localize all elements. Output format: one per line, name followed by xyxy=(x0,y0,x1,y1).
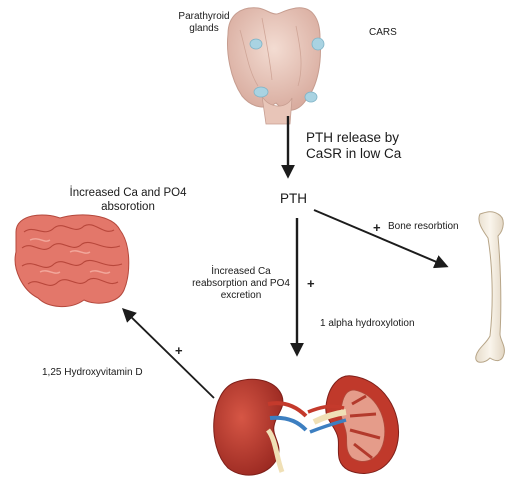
plus-sign-intestine: + xyxy=(175,343,183,358)
femur-bone-icon xyxy=(476,212,505,363)
pth-label: PTH xyxy=(280,191,307,207)
parathyroid-gland-icon xyxy=(312,38,324,50)
cars-label: CARS xyxy=(369,27,397,39)
vitamin-d-label: 1,25 Hydroxyvitamin D xyxy=(42,367,143,379)
parathyroid-gland-icon xyxy=(254,87,268,97)
arrow-kidney-to-intestine xyxy=(124,310,214,398)
ca-absorption-label: İncreased Ca and PO4 absorotion xyxy=(60,186,196,214)
arrow-pth-to-bone xyxy=(314,210,446,266)
plus-sign-kidney: + xyxy=(307,276,315,291)
plus-sign-bone: + xyxy=(373,220,381,235)
thyroid-gland-icon xyxy=(228,8,324,124)
kidney-cross-section-icon xyxy=(308,376,399,474)
parathyroid-gland-icon xyxy=(305,92,317,102)
parathyroid-label: Parathyroid glands xyxy=(172,11,236,35)
kidney-effect-label: İncreased Ca reabsorption and PO4 excret… xyxy=(190,266,292,303)
small-intestine-icon xyxy=(15,215,129,307)
bone-resorption-label: Bone resorbtion xyxy=(388,221,459,233)
kidney-icon xyxy=(214,379,306,475)
parathyroid-gland-icon xyxy=(250,39,262,49)
pth-release-label: PTH release by CaSR in low Ca xyxy=(306,130,424,163)
alpha-hydroxylation-label: 1 alpha hydroxylotion xyxy=(320,318,415,330)
